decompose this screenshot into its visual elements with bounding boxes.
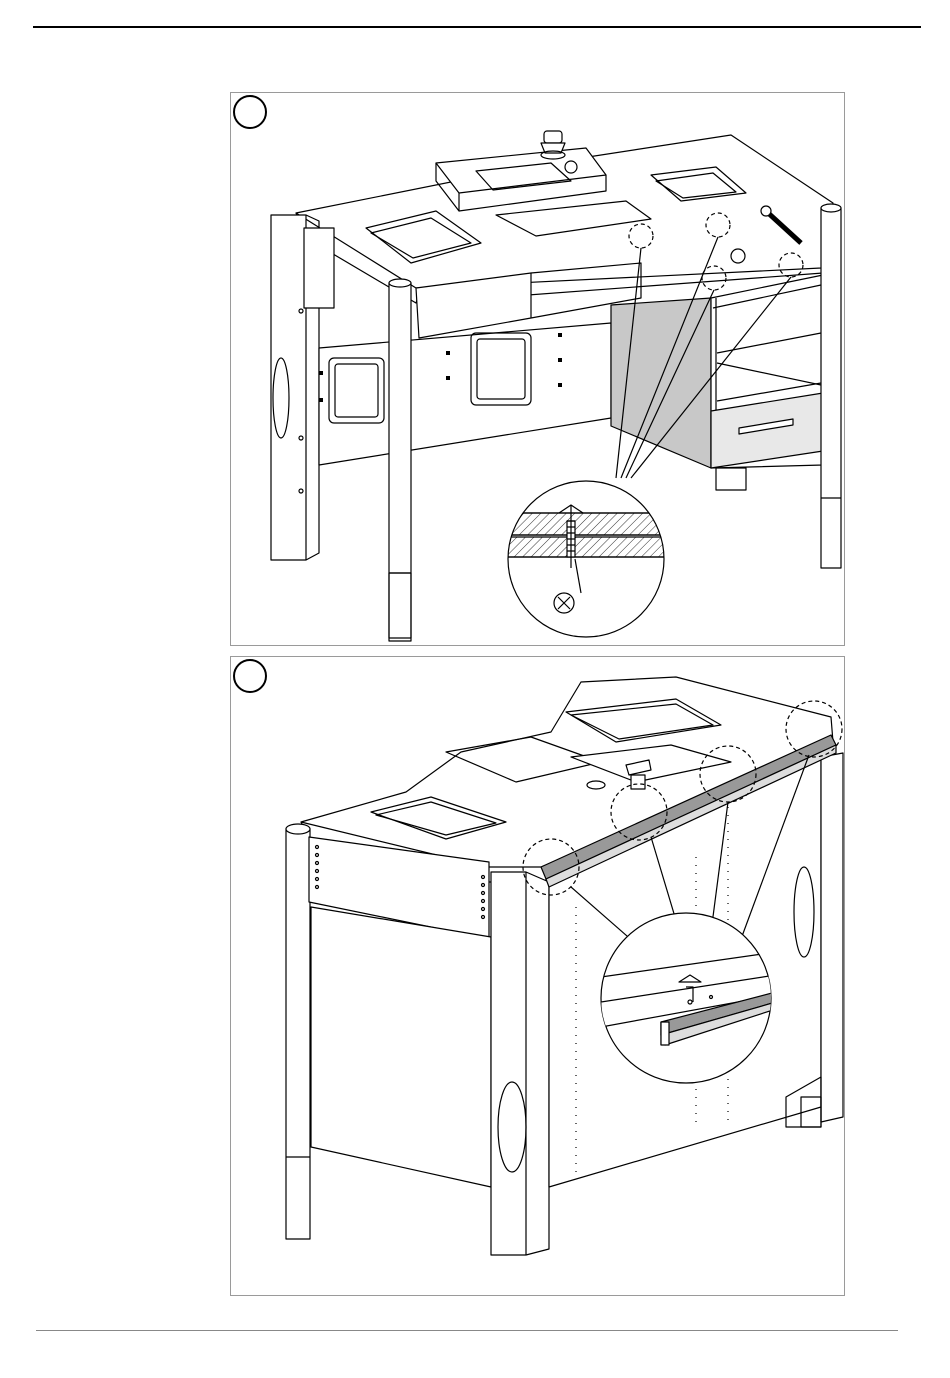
header-rule (33, 26, 921, 28)
step-2-panel (230, 656, 845, 1296)
step-1-panel (230, 92, 845, 646)
step-number-circle-icon (233, 95, 267, 129)
footer-rule (36, 1330, 898, 1331)
workbench-rail-mounting-detail-illustration (231, 657, 844, 1295)
step-number-circle-icon (233, 659, 267, 693)
workbench-drawer-cabinet-screw-detail-illustration (231, 93, 844, 645)
